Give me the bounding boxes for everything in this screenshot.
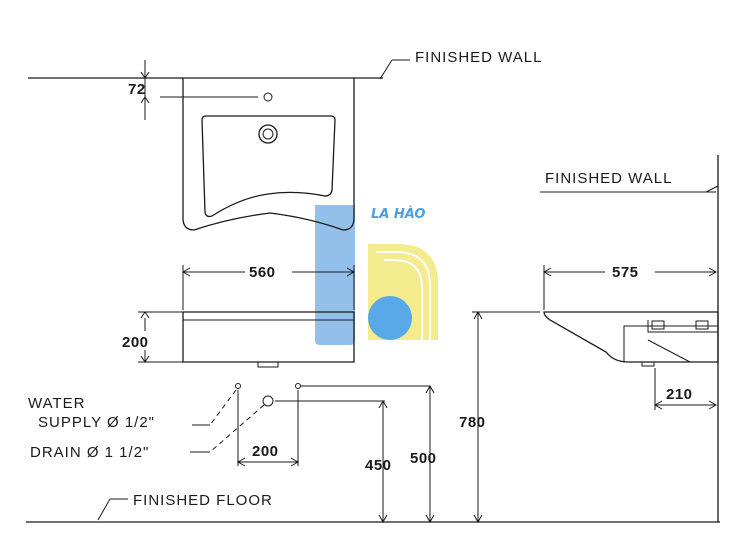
water-supply-label-line1: WATER <box>28 395 86 412</box>
dim-560-label: 560 <box>249 264 276 281</box>
finished-floor-label: FINISHED FLOOR <box>133 492 273 509</box>
arrow <box>378 399 388 409</box>
arrow <box>140 355 150 363</box>
drain-label: DRAIN Ø 1 1/2" <box>30 444 149 461</box>
watermark-logo: LA HÀO <box>315 205 438 345</box>
height-dimensions: 450 500 780 <box>365 310 540 524</box>
arrow <box>140 71 150 79</box>
drain-leader <box>209 404 265 453</box>
mounting-bracket <box>695 320 709 330</box>
arrow <box>708 400 718 410</box>
watermark-blue-bar <box>315 205 355 345</box>
arrow <box>473 310 483 320</box>
dim-72-label: 72 <box>128 81 146 98</box>
drain-outlet-side <box>641 362 655 367</box>
arrow <box>346 267 356 277</box>
tap-hole <box>263 92 273 102</box>
basin-front-elevation: 560 200 <box>122 264 356 368</box>
dim-780-label: 780 <box>459 414 486 431</box>
leader-line <box>379 59 393 80</box>
drain-point <box>262 395 274 407</box>
water-supply-label-line2: SUPPLY Ø 1/2" <box>38 414 155 431</box>
arrow <box>653 400 663 410</box>
bracket-brace <box>647 339 691 363</box>
watermark-brand-text: LA HÀO <box>371 206 425 222</box>
top-finished-wall: FINISHED WALL <box>28 49 542 80</box>
arrow <box>181 267 191 277</box>
drain-hole <box>258 124 278 144</box>
leader-line <box>97 498 111 521</box>
side-elevation: FINISHED WALL 575 210 <box>540 155 719 522</box>
basin-bowl-plan <box>201 115 336 218</box>
finished-wall-label-top: FINISHED WALL <box>415 49 542 66</box>
arrow <box>140 96 150 104</box>
finished-floor: FINISHED FLOOR <box>26 492 720 523</box>
dim-500-label: 500 <box>410 450 437 467</box>
finished-wall-label-side: FINISHED WALL <box>545 170 672 187</box>
dim-210-label: 210 <box>666 386 693 403</box>
leader-line <box>705 185 719 193</box>
mounting-bracket <box>651 320 665 330</box>
arrow <box>140 311 150 319</box>
basin-plan-view: 72 <box>128 60 355 231</box>
arrow <box>290 457 300 467</box>
watermark-arch-line <box>376 251 431 340</box>
dim-200-spacing-label: 200 <box>252 443 279 460</box>
watermark-arch-line <box>384 259 423 340</box>
water-supply-leader <box>209 389 237 426</box>
dim-575-label: 575 <box>612 264 639 281</box>
dim-450-label: 450 <box>365 457 392 474</box>
arrow <box>542 267 552 277</box>
drain-hole-inner <box>262 128 274 140</box>
drain-outlet-front <box>257 362 279 368</box>
arrow <box>425 384 435 394</box>
dim-200-thickness-label: 200 <box>122 334 149 351</box>
basin-outline-plan <box>182 78 355 231</box>
water-supply-point-left <box>235 383 241 389</box>
bracket-side <box>647 320 718 333</box>
arrow <box>236 457 246 467</box>
arrow <box>708 267 718 277</box>
basin-outline-front <box>182 311 355 363</box>
basin-outline-side <box>543 311 719 363</box>
pipe-connections: 200 WATER SUPPLY Ø 1/2" DRAIN Ø 1 1/2" <box>28 383 430 467</box>
water-supply-point-right <box>295 383 301 389</box>
basin-bowl-side <box>623 325 718 362</box>
watermark-blue-circle <box>368 296 412 340</box>
